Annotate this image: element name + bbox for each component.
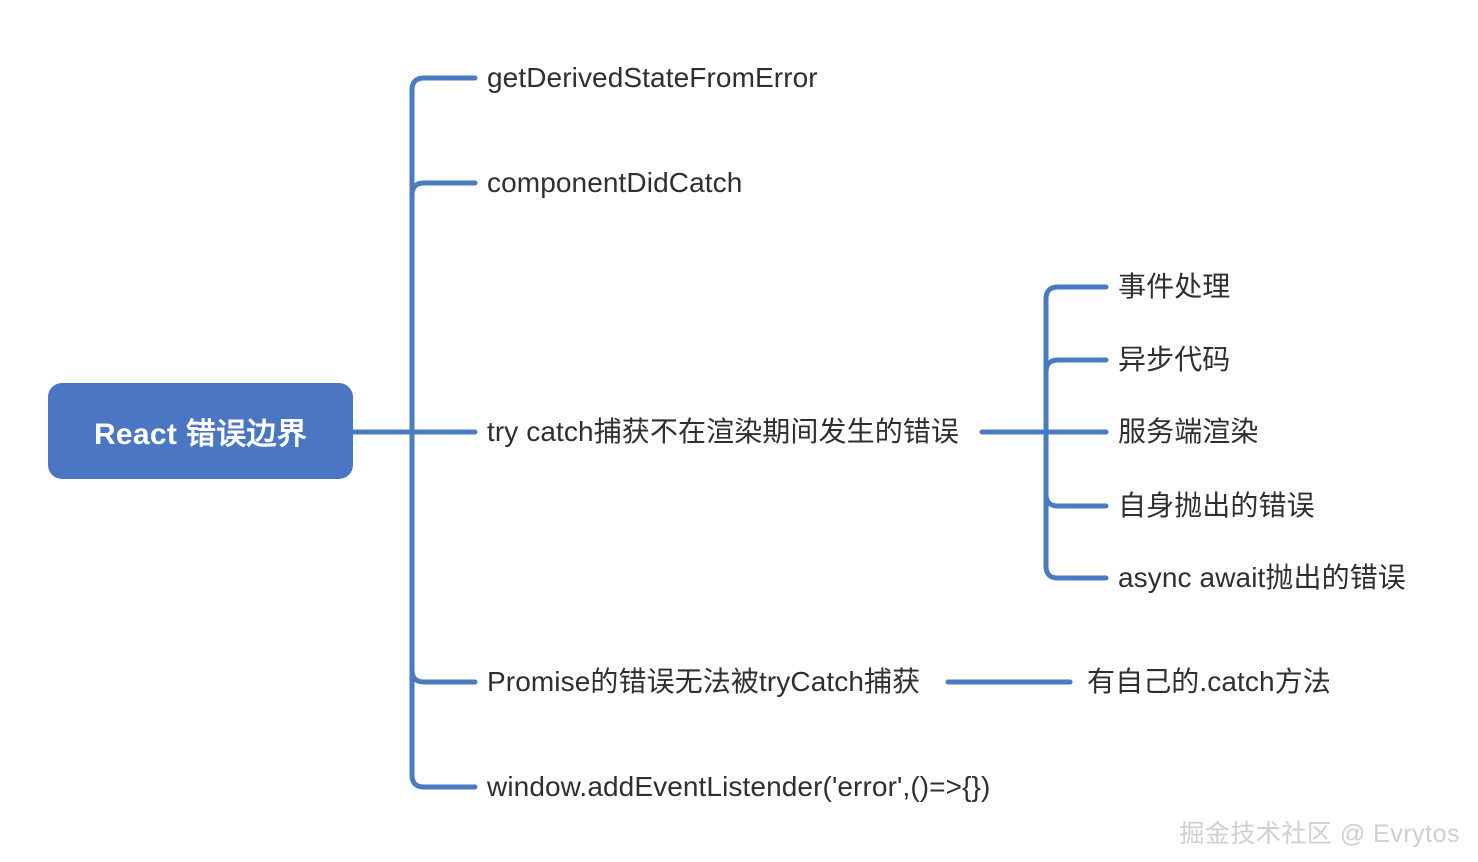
sub-node-async-await-thrown-error[interactable]: async await抛出的错误 bbox=[1118, 562, 1406, 593]
branch-node-try-catch[interactable]: try catch捕获不在渲染期间发生的错误 bbox=[487, 416, 960, 447]
edge-sub-5 bbox=[1043, 563, 1109, 581]
watermark: 掘金技术社区 @ Evrytos bbox=[1179, 820, 1460, 848]
branch-node-window-add-event-listener[interactable]: window.addEventListender('error',()=>{}) bbox=[487, 771, 991, 802]
edge-branch-2 bbox=[409, 180, 478, 198]
sub-node-event-handling[interactable]: 事件处理 bbox=[1118, 271, 1231, 302]
sub-node-async-code[interactable]: 异步代码 bbox=[1118, 344, 1231, 375]
edge-sub-4 bbox=[1043, 491, 1109, 509]
sub-node-self-thrown-error[interactable]: 自身抛出的错误 bbox=[1118, 490, 1315, 521]
edge-branch-1 bbox=[409, 75, 478, 93]
root-node-label: React 错误边界 bbox=[93, 418, 308, 451]
edge-branch-4 bbox=[409, 667, 478, 685]
sub-node-own-catch-method[interactable]: 有自己的.catch方法 bbox=[1087, 666, 1331, 697]
branch-node-promise-error[interactable]: Promise的错误无法被tryCatch捕获 bbox=[487, 666, 921, 697]
branch-node-component-did-catch[interactable]: componentDidCatch bbox=[487, 167, 743, 198]
branch-node-get-derived-state-from-error[interactable]: getDerivedStateFromError bbox=[487, 62, 818, 93]
root-node[interactable]: React 错误边界 bbox=[48, 383, 353, 479]
edge-branch-5 bbox=[409, 772, 478, 790]
sub-node-server-side-rendering[interactable]: 服务端渲染 bbox=[1118, 416, 1259, 447]
edge-sub-2 bbox=[1043, 357, 1109, 375]
edge-sub-1 bbox=[1043, 284, 1109, 302]
